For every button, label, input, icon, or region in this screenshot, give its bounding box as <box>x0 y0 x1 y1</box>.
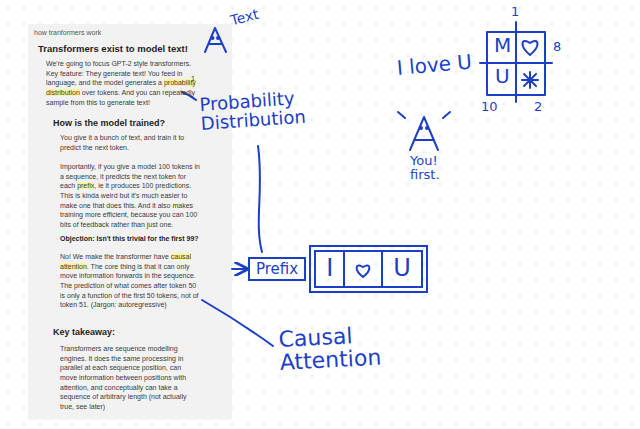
figure-mark <box>398 112 450 118</box>
note-heading: Objection: Isn't this trivial for the fi… <box>60 234 200 244</box>
text-run: You give it a bunch of text, and train i… <box>60 134 184 151</box>
grid-divider <box>480 22 552 102</box>
text-run: No! We make the transformer have <box>60 253 171 260</box>
note-paragraph: No! We make the transformer have causal … <box>60 252 200 310</box>
figure-eye <box>426 127 428 129</box>
box-label: Prefix <box>256 260 298 278</box>
you-figure <box>410 117 438 150</box>
handwritten-note: Causal Attention <box>278 321 405 374</box>
leader-line <box>202 300 273 346</box>
token-box: IU <box>314 250 423 287</box>
token-letter: U <box>383 252 421 285</box>
text-run: Objection: Isn't this trivial for the fi… <box>60 235 199 242</box>
text-run: Key takeaway: <box>53 327 115 337</box>
footnote-number: 1 <box>191 74 201 84</box>
callout-number: 1 <box>511 5 519 19</box>
figure-eye <box>217 37 219 39</box>
callout-number: 10 <box>481 100 498 114</box>
text-run: Transformers exist to model text! <box>38 43 188 54</box>
note-paragraph: Transformers are sequence modelling engi… <box>60 344 200 412</box>
page-title: how tranformers work <box>34 28 101 38</box>
handwritten-note: Probability Distribution <box>199 87 327 133</box>
figure-eye <box>212 37 214 39</box>
text-run: Transformers are sequence modelling engi… <box>60 345 186 410</box>
handwritten-note: Text <box>229 7 260 29</box>
prefix-box: Prefix <box>248 257 306 281</box>
note-heading: Key takeaway: <box>53 326 218 338</box>
figure-eye <box>420 127 422 129</box>
triangle-figure <box>205 28 226 52</box>
note-paragraph: We're going to focus GPT-2 style transfo… <box>46 59 196 107</box>
notes-panel: Transformers exist to model text! We're g… <box>28 24 232 420</box>
text-run: How is the model trained? <box>53 118 165 128</box>
token-letter: I <box>316 252 343 285</box>
callout-number: 8 <box>553 40 561 54</box>
text-run: , ie it produces 100 predictions. This i… <box>60 182 197 228</box>
heart-cell <box>343 252 383 285</box>
notes-panel-ground <box>28 24 232 420</box>
callout-number: 2 <box>534 100 542 114</box>
handwritten-note: I love U <box>396 51 473 78</box>
leader-line <box>258 146 262 252</box>
connector-arrow <box>232 268 247 270</box>
highlight-run: prefix <box>77 182 94 189</box>
note-paragraph: You give it a bunch of text, and train i… <box>60 133 200 152</box>
grid-box: MU <box>487 32 545 95</box>
grid-letter: U <box>495 66 510 87</box>
handwritten-note: You! first. <box>410 154 454 181</box>
grid-letter: M <box>494 35 511 56</box>
heart-symbol <box>351 258 375 280</box>
heart-symbol <box>357 265 370 277</box>
text-run: 1 <box>191 75 195 82</box>
star-symbol <box>522 72 538 88</box>
note-paragraph: Importantly, if you give a model 100 tok… <box>60 162 200 230</box>
heart-symbol <box>522 41 537 55</box>
note-heading: Transformers exist to model text! <box>38 42 218 55</box>
note-heading: How is the model trained? <box>53 117 218 129</box>
